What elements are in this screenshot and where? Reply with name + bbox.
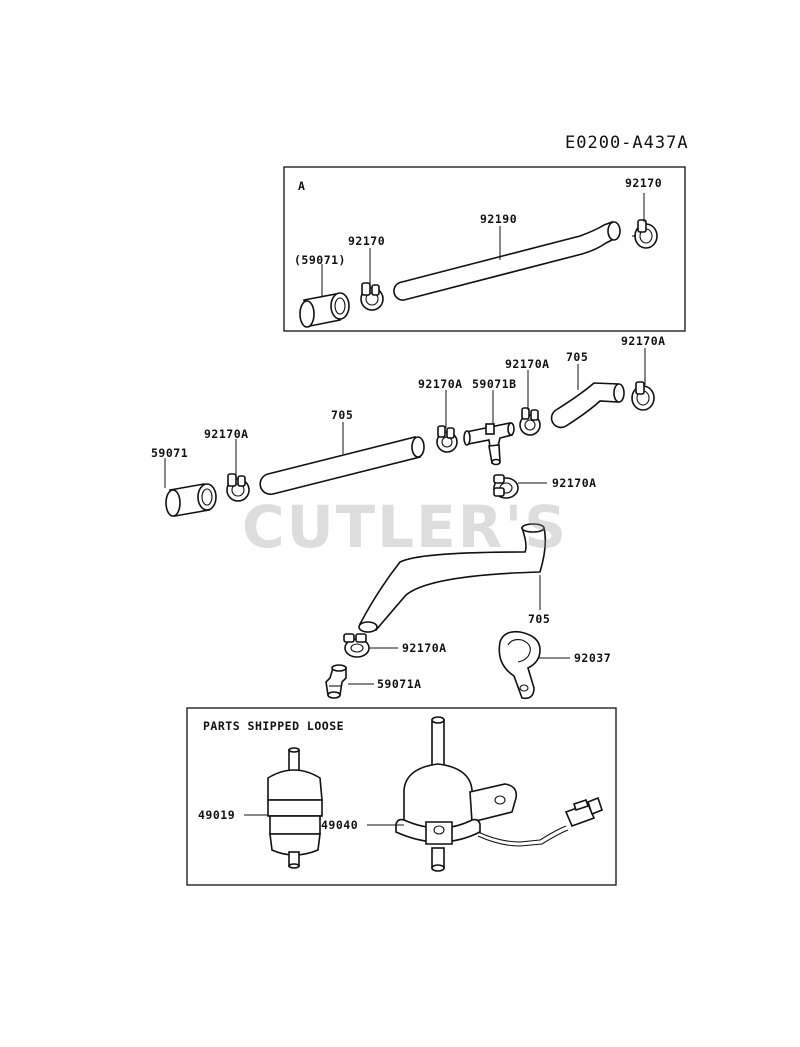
- hose-92190: [393, 220, 621, 301]
- callout-92037: 92037: [574, 651, 612, 665]
- callout-705-left: 705: [331, 408, 354, 422]
- watermark: CUTLER'S: [242, 493, 568, 561]
- callout-705-upper-right: 705: [566, 350, 589, 364]
- pump-49040: [395, 716, 603, 872]
- callout-92170a-top-right: 92170A: [621, 334, 666, 348]
- callout-92190: 92190: [480, 212, 518, 226]
- callout-92170-a-right: 92170: [625, 176, 663, 190]
- callout-92170a-low: 92170A: [402, 641, 447, 655]
- box-a-frame: [283, 166, 686, 332]
- callout-92170a-drop: 92170A: [552, 476, 597, 490]
- box-a-label: A: [298, 179, 306, 193]
- callout-59071: 59071: [151, 446, 189, 460]
- clamp-92170a-low: [343, 633, 370, 658]
- clamp-92170a-left: [226, 473, 250, 502]
- clamp-92170-a-right: [632, 219, 658, 249]
- fitting-59071: [165, 483, 217, 517]
- callout-705-bent: 705: [528, 612, 551, 626]
- hose-705-upper-right: [550, 382, 625, 429]
- box-loose-label: PARTS SHIPPED LOOSE: [203, 719, 345, 733]
- hose-705-left: [259, 436, 425, 496]
- callout-59071a: 59071A: [377, 677, 422, 691]
- fitting-59071a: [325, 664, 347, 699]
- callout-92170-a-left: 92170: [348, 234, 386, 248]
- clamp-92170a-tee-left: [436, 425, 458, 453]
- box-loose-frame: [186, 707, 617, 886]
- callout-59071-paren: (59071): [294, 253, 346, 267]
- clip-92037: [498, 630, 541, 700]
- clamp-92170a-drop: [493, 474, 519, 499]
- clamp-92170a-top-right: [631, 381, 655, 411]
- filter-49019: [267, 747, 323, 869]
- callout-92170a-left: 92170A: [204, 427, 249, 441]
- clamp-92170-a-left: [360, 282, 384, 311]
- diagram-code: E0200-A437A: [565, 133, 689, 153]
- callout-92170a-tee: 92170A: [418, 377, 463, 391]
- tee-59071b: [463, 422, 515, 466]
- hose-705-bent: [358, 523, 547, 633]
- callout-59071b: 59071B: [472, 377, 517, 391]
- clamp-92170a-tee-right: [519, 407, 541, 436]
- leader-lines: [164, 193, 646, 826]
- callout-92170a-mid: 92170A: [505, 357, 550, 371]
- callout-49040: 49040: [321, 818, 359, 832]
- callout-49019: 49019: [198, 808, 236, 822]
- fitting-59071-a: [299, 292, 350, 328]
